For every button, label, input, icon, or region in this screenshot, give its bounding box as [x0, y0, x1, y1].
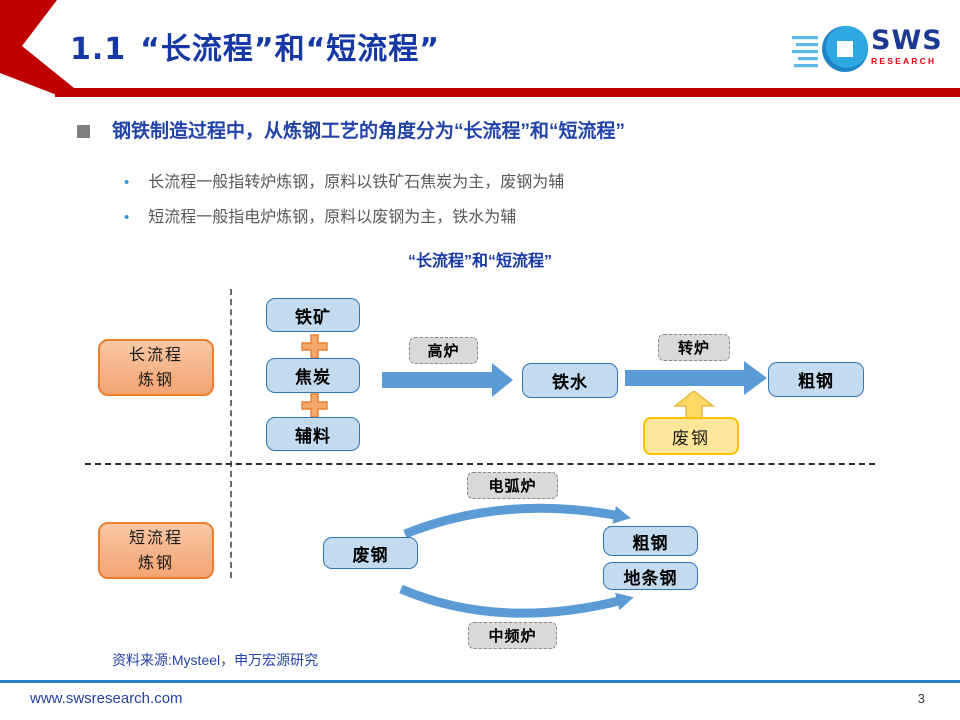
box-crude-steel: 粗钢 [768, 362, 864, 397]
page-number: 3 [917, 691, 925, 706]
long-process-label-line2: 炼钢 [137, 369, 174, 389]
red-chevron-icon [0, 0, 74, 97]
box-scrap-blue-label: 废钢 [352, 545, 389, 565]
furnace-label-if: 中频炉 [468, 622, 557, 649]
flow-arrow-icon [625, 361, 767, 395]
box-crude-steel-short: 粗钢 [603, 526, 698, 556]
box-hot-metal-label: 铁水 [552, 373, 588, 392]
curved-arrows [399, 503, 634, 618]
input-box-coke: 焦炭 [266, 358, 360, 393]
sub-bullet: • 短流程一般指电炉炼钢，原料以废钢为主，铁水为辅 [124, 207, 844, 229]
input-box-coke-label: 焦炭 [295, 368, 331, 387]
furnace-label-if-text: 中频炉 [488, 628, 537, 645]
long-process-label-line1: 长流程 [128, 344, 183, 364]
furnace-label-blast: 高炉 [409, 337, 478, 364]
curved-arrow-top-icon [403, 503, 631, 539]
plus-icon [301, 334, 328, 359]
furnace-label-converter-text: 转炉 [677, 340, 710, 357]
title-text: “长流程”和“短流程” [140, 32, 441, 67]
bullet-square-icon [77, 125, 90, 138]
long-process-label-box: 长流程 炼钢 [98, 339, 214, 396]
curved-arrow-bottom-icon [399, 584, 634, 618]
vertical-divider [230, 289, 232, 578]
logo-coin-icon [792, 26, 868, 72]
plus-icon [301, 393, 328, 418]
box-scrap-yellow-label: 废钢 [672, 428, 710, 449]
furnace-label-eaf: 电弧炉 [467, 472, 558, 499]
short-process-label-line2: 炼钢 [137, 552, 174, 572]
short-process-label-box: 短流程 炼钢 [98, 522, 214, 579]
diagram-title: “长流程”和“短流程” [407, 253, 552, 270]
footer-divider [0, 680, 960, 683]
flow-arrow-icon [382, 363, 513, 397]
bullet-dot-icon: • [124, 174, 130, 191]
input-box-auxiliary: 辅料 [266, 417, 360, 451]
box-scrap-blue: 废钢 [323, 537, 418, 569]
main-bullet: 钢铁制造过程中，从炼钢工艺的角度分为“长流程”和“短流程” [77, 119, 917, 145]
box-crude-steel-short-label: 粗钢 [632, 533, 669, 553]
footer-website: www.swsresearch.com [30, 690, 183, 707]
furnace-label-converter: 转炉 [658, 334, 730, 361]
page-title: 1.1 “长流程”和“短流程” [70, 24, 810, 68]
bullet-dot-icon: • [124, 209, 130, 226]
furnace-label-blast-text: 高炉 [427, 343, 460, 360]
horizontal-divider [85, 463, 875, 465]
sub-bullet-text: 短流程一般指电炉炼钢，原料以废钢为主，铁水为辅 [148, 209, 517, 226]
red-bar [55, 88, 960, 97]
short-process-label-line1: 短流程 [128, 527, 183, 547]
logo-speed-lines-icon [792, 36, 818, 68]
input-box-iron-ore: 铁矿 [266, 298, 360, 332]
scrap-up-arrow-icon [673, 391, 715, 419]
logo-research-text: RESEARCH [871, 56, 937, 66]
box-scrap-yellow: 废钢 [643, 417, 739, 455]
logo-sws-text: SWS [871, 25, 943, 56]
box-ditiaogang: 地条钢 [603, 562, 698, 590]
section-number: 1.1 [70, 32, 127, 67]
sws-logo: SWS RESEARCH [790, 20, 943, 78]
box-crude-steel-label: 粗钢 [798, 372, 834, 391]
box-ditiaogang-label: 地条钢 [623, 568, 678, 588]
input-box-iron-ore-label: 铁矿 [295, 307, 331, 327]
box-hot-metal: 铁水 [522, 363, 618, 398]
furnace-label-eaf-text: 电弧炉 [488, 478, 537, 495]
sub-bullet-text: 长流程一般指转炉炼钢，原料以铁矿石焦炭为主，废钢为辅 [148, 174, 565, 191]
source-note: 资料来源:Mysteel，申万宏源研究 [112, 652, 319, 668]
input-box-auxiliary-label: 辅料 [295, 426, 331, 446]
main-bullet-text: 钢铁制造过程中，从炼钢工艺的角度分为“长流程”和“短流程” [112, 121, 626, 142]
sub-bullet: • 长流程一般指转炉炼钢，原料以铁矿石焦炭为主，废钢为辅 [124, 172, 844, 194]
